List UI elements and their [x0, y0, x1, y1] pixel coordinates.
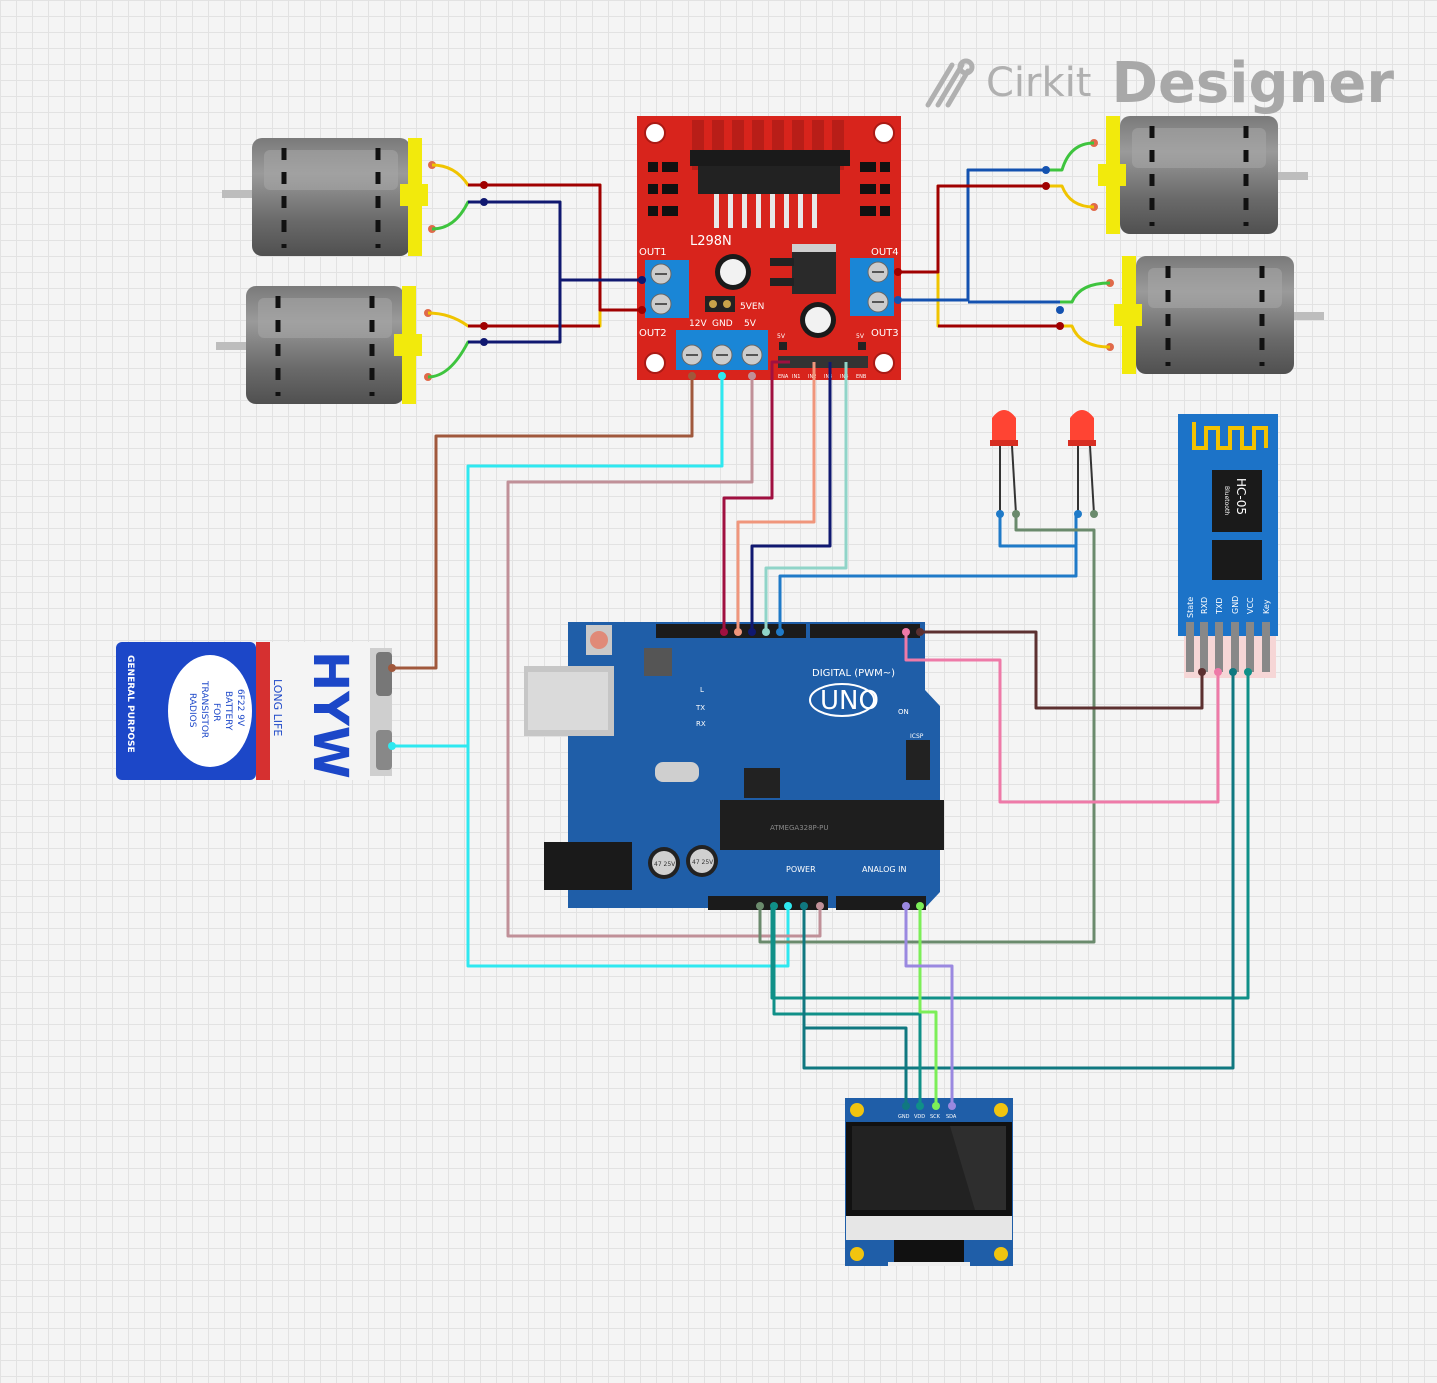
arduino-uno[interactable]: 47 25V 47 25V UNO DIGITAL (PWM~) POWER A…: [524, 622, 944, 910]
pin-ena-label: ENA: [778, 374, 789, 380]
oled-pin-vdd: VDD: [914, 1114, 925, 1120]
pin-enb-label: ENB: [856, 374, 867, 380]
pin-markers: [388, 268, 1252, 1110]
dc-motor-top-left[interactable]: [222, 138, 436, 256]
l-label: L: [700, 686, 704, 694]
tx-label: TX: [695, 704, 705, 712]
pwr-label-5v: 5V: [744, 319, 757, 329]
v5-label-b: 5V: [856, 333, 865, 340]
hc05-bluetooth-module[interactable]: HC-05 Bluetooth State RXD TXD GND VCC Ke…: [1178, 414, 1278, 678]
digital-label: DIGITAL (PWM~): [812, 668, 895, 679]
dc-motor-bottom-left[interactable]: [216, 286, 432, 404]
bt-name: HC-05: [1234, 478, 1248, 515]
brand-name-part1: Cirkit: [986, 60, 1092, 106]
cirkit-logo-icon: [925, 58, 975, 108]
battery-spec1: 6F22 9V: [235, 689, 245, 727]
bt-pin-rxd: RXD: [1200, 597, 1209, 614]
bt-sub: Bluetooth: [1223, 486, 1230, 515]
pin-in3-label: IN3: [824, 374, 832, 380]
battery-spec3: FOR: [211, 703, 221, 722]
bt-pin-key: Key: [1262, 599, 1271, 614]
battery-9v[interactable]: HYW LONG LIFE 6F22 9V BATTERY FOR TRANSI…: [116, 642, 392, 780]
icsp-label: ICSP: [910, 733, 924, 740]
v5-label-a: 5V: [777, 333, 786, 340]
driver-title: L298N: [690, 234, 732, 249]
out3-label: OUT3: [871, 328, 899, 339]
cap2-label: 47 25V: [692, 859, 714, 866]
l298n-motor-driver[interactable]: L298N 5VEN OUT1 OUT2 OUT4 OUT3 12V GND 5…: [637, 116, 901, 380]
oled-pin-sda: SDA: [946, 1114, 957, 1120]
analog-label: ANALOG IN: [862, 865, 907, 874]
battery-spec2: BATTERY: [223, 691, 233, 731]
led-right[interactable]: [1068, 410, 1096, 515]
dc-motor-bottom-right[interactable]: [1106, 256, 1324, 374]
battery-life: LONG LIFE: [271, 679, 284, 736]
bt-pin-gnd: GND: [1231, 596, 1240, 614]
arduino-model: UNO: [820, 686, 879, 716]
battery-purpose: GENERAL PURPOSE: [125, 655, 135, 753]
rx-label: RX: [696, 720, 706, 728]
battery-brand: HYW: [302, 651, 358, 779]
battery-spec4: TRANSISTOR: [199, 680, 209, 738]
led-left[interactable]: [990, 410, 1018, 515]
pwr-label-12v: 12V: [689, 319, 707, 329]
oled-display[interactable]: GND VDD SCK SDA: [845, 1098, 1013, 1266]
out2-label: OUT2: [639, 328, 667, 339]
bt-pin-vcc: VCC: [1246, 597, 1255, 614]
pin-in2-label: IN2: [808, 374, 816, 380]
oled-pin-sck: SCK: [930, 1114, 941, 1120]
oled-pin-gnd: GND: [898, 1114, 910, 1120]
on-label: ON: [898, 708, 909, 716]
sven-label: 5VEN: [740, 302, 764, 312]
dc-motor-top-right[interactable]: [1090, 116, 1308, 234]
cirkit-designer-logo: Cirkit Designer: [922, 48, 1394, 118]
power-label: POWER: [786, 865, 816, 874]
battery-spec5: RADIOS: [187, 693, 197, 728]
out1-label: OUT1: [639, 247, 667, 258]
pin-in1-label: IN1: [792, 374, 800, 380]
svg-text:HYW: HYW: [302, 651, 358, 779]
out4-label: OUT4: [871, 247, 899, 258]
bt-pin-state: State: [1186, 597, 1195, 618]
chip-label: ATMEGA328P-PU: [770, 824, 829, 832]
wires: [392, 141, 1250, 1106]
bt-pin-txd: TXD: [1215, 597, 1224, 615]
pin-in4-label: IN4: [840, 374, 848, 380]
brand-name-part2: Designer: [1111, 50, 1394, 116]
pwr-label-gnd: GND: [712, 319, 733, 329]
cap1-label: 47 25V: [654, 861, 676, 868]
